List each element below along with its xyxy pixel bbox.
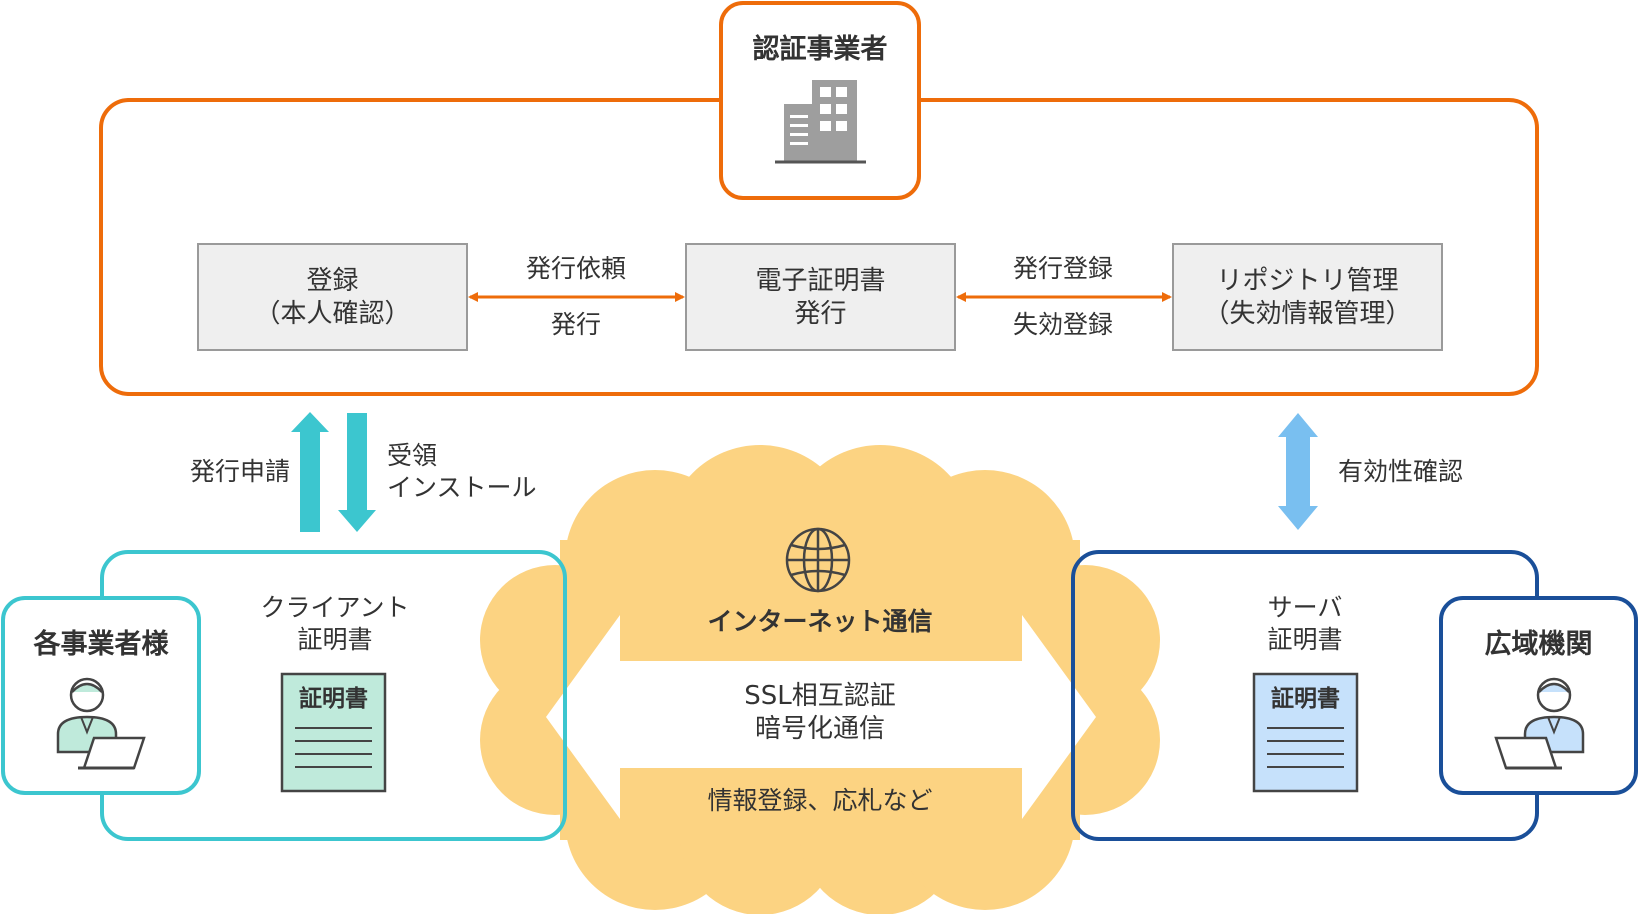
issue-label: 発行: [550, 310, 601, 339]
validity-check-label: 有効性確認: [1338, 457, 1464, 486]
client-cert-caption: クライアント 証明書: [260, 593, 410, 654]
revocation-registration-label: 失効登録: [1012, 310, 1113, 339]
server-actor-label: 広域機関: [1484, 629, 1593, 660]
issuance-label: 電子証明書 発行: [755, 266, 886, 330]
globe-icon: [785, 527, 851, 593]
apply-arrow: [291, 412, 329, 532]
receive-arrow: [338, 413, 376, 532]
internet-title: インターネット通信: [707, 607, 933, 636]
receive-install-label: 受領 インストール: [387, 441, 537, 502]
issuance-box: [685, 243, 956, 351]
client-person-icon: [56, 677, 146, 770]
repository-label: リポジトリ管理 （失効情報管理）: [1203, 266, 1412, 330]
server-certificate-document: [1252, 672, 1359, 793]
client-doc-title: 証明書: [299, 686, 368, 712]
repository-box: [1172, 243, 1443, 351]
apply-label: 発行申請: [189, 457, 290, 486]
registration-label: 登録 （本人確認）: [254, 266, 411, 330]
registration-box: [197, 243, 468, 351]
server-doc-title: 証明書: [1271, 686, 1340, 712]
building-icon: [775, 80, 866, 164]
authority-title: 認証事業者: [752, 34, 888, 65]
ssl-label: SSL相互認証 暗号化通信: [744, 681, 896, 745]
server-cert-caption: サーバ 証明書: [1267, 593, 1343, 654]
usage-label: 情報登録、応札など: [707, 786, 933, 815]
ssl-double-arrow: [546, 615, 1096, 819]
validity-arrow: [1278, 413, 1318, 530]
issue-request-label: 発行依頼: [525, 254, 626, 283]
client-certificate-document: [280, 672, 387, 793]
server-person-icon: [1494, 677, 1585, 770]
issue-registration-label: 発行登録: [1012, 254, 1113, 283]
client-actor-label: 各事業者様: [33, 629, 169, 660]
